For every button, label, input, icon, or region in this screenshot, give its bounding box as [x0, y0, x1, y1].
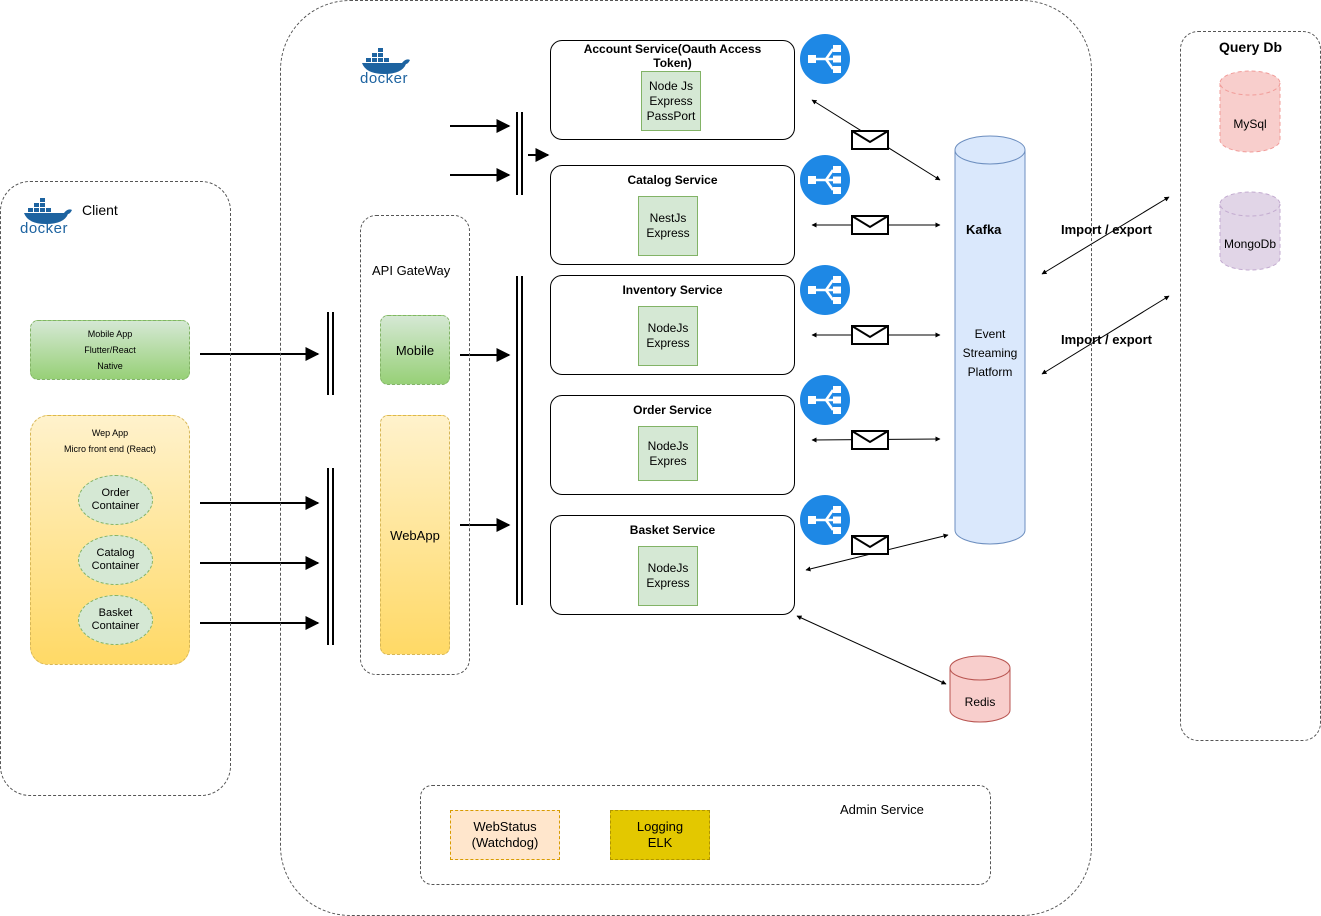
load-balancer-icon: [800, 495, 850, 545]
bar-services-entry: [516, 276, 523, 605]
tech-item: NodeJs: [647, 438, 689, 453]
mobile-app-native: Native: [97, 361, 123, 371]
gateway-webapp[interactable]: WebApp: [380, 415, 450, 655]
gateway-mobile[interactable]: Mobile: [380, 315, 450, 385]
tech-item: NodeJs: [647, 321, 689, 335]
inventory-service-tech: NodeJs Express: [638, 306, 698, 366]
query-db-region: [1180, 31, 1321, 741]
load-balancer-icon: [800, 265, 850, 315]
mongodb-cylinder: [1219, 191, 1281, 271]
mobile-app-label: Mobile App: [87, 329, 133, 339]
web-app-subtitle: Micro front end (React): [63, 444, 157, 454]
link-kafka-querydb-2: [1041, 295, 1170, 375]
webstatus-sublabel: (Watchdog): [471, 835, 539, 850]
docker-whale-icon: [24, 198, 72, 224]
docker-logo-client: docker: [20, 194, 80, 238]
envelope-icon: [851, 430, 889, 450]
api-gateway-title: API GateWay: [372, 263, 451, 278]
envelope-icon: [851, 535, 889, 555]
basket-container[interactable]: Basket Container: [78, 595, 153, 645]
order-service-title: Order Service: [633, 403, 712, 417]
mysql-cylinder: [1219, 70, 1281, 153]
docker-logo-main: docker: [358, 44, 418, 88]
client-region: [0, 181, 231, 796]
envelope-icon: [851, 215, 889, 235]
client-title: Client: [82, 202, 118, 218]
catalog-service-tech: NestJs Express: [638, 196, 698, 256]
basket-service-title: Basket Service: [629, 523, 716, 537]
web-app-label: Wep App: [91, 428, 129, 438]
bar-webapp-entry: [327, 468, 334, 645]
api-gateway-region: [360, 215, 470, 675]
redis-cylinder: [949, 655, 1011, 723]
tech-item: Express: [646, 226, 690, 240]
mongodb-label: MongoDb: [1223, 237, 1277, 251]
tech-item: PassPort: [646, 108, 696, 123]
import-export-label-1: Import / export: [1061, 222, 1153, 237]
tech-item: Node Js: [648, 78, 694, 93]
order-service-tech: NodeJs Expres: [638, 426, 698, 481]
tech-item: NestJs: [649, 211, 687, 225]
admin-service-title: Admin Service: [840, 802, 924, 817]
logging-box[interactable]: Logging ELK: [610, 810, 710, 860]
catalog-service[interactable]: Catalog Service NestJs Express: [550, 165, 795, 265]
import-export-label-2: Import / export: [1061, 332, 1153, 347]
catalog-container[interactable]: Catalog Container: [78, 535, 153, 585]
tech-item: Express: [646, 576, 690, 590]
bar-mobile-entry: [327, 312, 334, 395]
catalog-service-title: Catalog Service: [627, 173, 718, 187]
tech-item: NodeJs: [647, 561, 689, 575]
link-kafka-querydb-1: [1041, 196, 1170, 275]
docker-whale-icon: [362, 48, 410, 74]
account-service[interactable]: Account Service(Oauth Access Token) Node…: [550, 40, 795, 140]
kafka-subtitle-line: Event: [974, 327, 1006, 341]
mobile-app-framework: Flutter/React: [84, 345, 136, 355]
envelope-icon: [851, 325, 889, 345]
link-basket-redis: [796, 615, 947, 685]
tech-item: Expres: [649, 453, 687, 468]
account-service-title: Account Service(Oauth Access Token): [583, 42, 762, 70]
account-service-tech: Node Js Express PassPort: [641, 71, 701, 131]
mobile-app-box[interactable]: Mobile App Flutter/React Native: [30, 320, 190, 380]
kafka-subtitle-line: Streaming: [962, 346, 1018, 360]
inventory-service-title: Inventory Service: [622, 283, 723, 297]
docker-wordmark: docker: [20, 220, 69, 237]
query-db-title: Query Db: [1218, 39, 1282, 55]
envelope-icon: [851, 130, 889, 150]
load-balancer-icon: [800, 155, 850, 205]
tech-item: Express: [649, 93, 693, 108]
bar-top-entry: [516, 112, 523, 195]
inventory-service[interactable]: Inventory Service NodeJs Express: [550, 275, 795, 375]
admin-region: [420, 785, 991, 885]
basket-service[interactable]: Basket Service NodeJs Express: [550, 515, 795, 615]
order-service[interactable]: Order Service NodeJs Expres: [550, 395, 795, 495]
logging-sublabel: ELK: [647, 835, 673, 850]
webstatus-label: WebStatus: [473, 819, 537, 834]
docker-wordmark: docker: [360, 70, 409, 87]
logging-label: Logging: [636, 819, 684, 834]
mysql-label: MySql: [1233, 117, 1267, 131]
load-balancer-icon: [800, 34, 850, 84]
kafka-cylinder: [954, 135, 1026, 545]
kafka-subtitle-line: Platform: [967, 365, 1013, 379]
order-container[interactable]: Order Container: [78, 475, 153, 525]
redis-label: Redis: [964, 695, 996, 709]
webstatus-box[interactable]: WebStatus (Watchdog): [450, 810, 560, 860]
kafka-subtitle: Event Streaming Platform: [955, 325, 1025, 382]
load-balancer-icon: [800, 375, 850, 425]
basket-service-tech: NodeJs Express: [638, 546, 698, 606]
kafka-title: Kafka: [966, 222, 1002, 237]
tech-item: Express: [646, 336, 690, 350]
